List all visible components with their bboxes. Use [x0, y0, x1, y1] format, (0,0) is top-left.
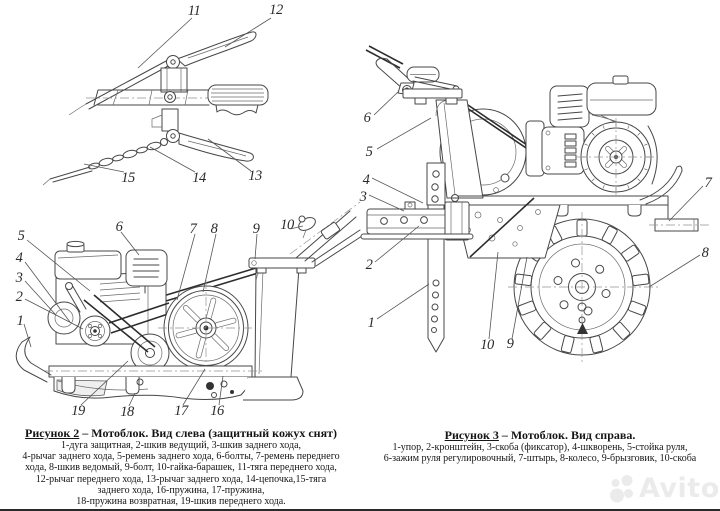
callout-left-19: 19 [71, 402, 85, 419]
callout-left-7: 7 [189, 220, 197, 237]
callout-right-5: 5 [365, 143, 373, 160]
callout-13: 13 [248, 167, 262, 184]
handle-detail-drawing [42, 31, 269, 186]
caption-line: 12-рычаг переднего хода, 13-рычаг заднег… [35, 473, 327, 485]
callout-left-18: 18 [120, 403, 134, 420]
figure3-title-label: Рисунок 3 [444, 428, 499, 442]
avito-watermark: Avito [610, 474, 720, 504]
callout-left-10: 10 [280, 216, 294, 233]
callout-left-16: 16 [210, 402, 224, 419]
callout-left-4: 4 [15, 249, 23, 266]
figure3-title: Рисунок 3 – Мотоблок. Вид справа. [362, 428, 718, 442]
callout-left-3: 3 [15, 269, 23, 286]
callout-left-6: 6 [115, 218, 123, 235]
caption-line: 6-зажим руля регулировочный, 7-штырь, 8-… [383, 453, 697, 465]
right-view-drawing [360, 45, 712, 364]
callout-right-6: 6 [363, 109, 371, 126]
caption-line: 1-упор, 2-кронштейн, 3-скоба (фиксатор),… [392, 442, 688, 453]
callout-right-1: 1 [367, 314, 375, 331]
callout-right-8: 8 [701, 244, 709, 261]
callout-right-3: 3 [359, 188, 367, 205]
callout-14: 14 [192, 169, 206, 186]
caption-line: 1-дуга защитная, 2-шкив ведущий, 3-шкив … [60, 440, 302, 451]
left-view-drawing [15, 201, 363, 401]
callout-left-2: 2 [15, 288, 23, 305]
page-bottom-edge [0, 509, 720, 511]
callout-right-2: 2 [365, 256, 373, 273]
callout-right-4: 4 [362, 171, 370, 188]
caption-line: 18-пружина возвратная, 19-шкив переднего… [76, 496, 286, 508]
callout-left-5: 5 [17, 227, 25, 244]
callout-left-8: 8 [210, 220, 218, 237]
figure2-title: Рисунок 2 – Мотоблок. Вид слева (защитны… [2, 426, 360, 440]
caption-line: заднего хода, 16-пружина, 17-пружина, [97, 484, 265, 496]
caption-line: хода, 8-шкив ведомый, 9-болт, 10-гайка-б… [25, 462, 337, 474]
leader-lines [23, 17, 704, 407]
figure2-title-rest: – Мотоблок. Вид слева (защитный кожух сн… [79, 426, 337, 440]
callout-left-17: 17 [174, 402, 188, 419]
figure2-caption: Рисунок 2 – Мотоблок. Вид слева (защитны… [2, 426, 360, 507]
callout-right-9: 9 [506, 335, 514, 352]
callout-11: 11 [187, 2, 201, 19]
callout-12: 12 [269, 1, 283, 18]
figure3-caption: Рисунок 3 – Мотоблок. Вид справа. 1-упор… [362, 428, 718, 464]
callout-left-9: 9 [252, 220, 260, 237]
callout-right-7: 7 [704, 174, 712, 191]
avito-watermark-text: Avito [639, 473, 720, 504]
avito-logo-icon [610, 474, 633, 502]
callout-right-10: 10 [480, 336, 494, 353]
figure2-title-label: Рисунок 2 [25, 426, 80, 440]
callout-15: 15 [121, 169, 135, 186]
callout-left-1: 1 [16, 312, 24, 329]
figure3-title-rest: – Мотоблок. Вид справа. [498, 428, 636, 442]
caption-line: 4-рычаг заднего хода, 5-ремень заднего х… [22, 451, 340, 463]
